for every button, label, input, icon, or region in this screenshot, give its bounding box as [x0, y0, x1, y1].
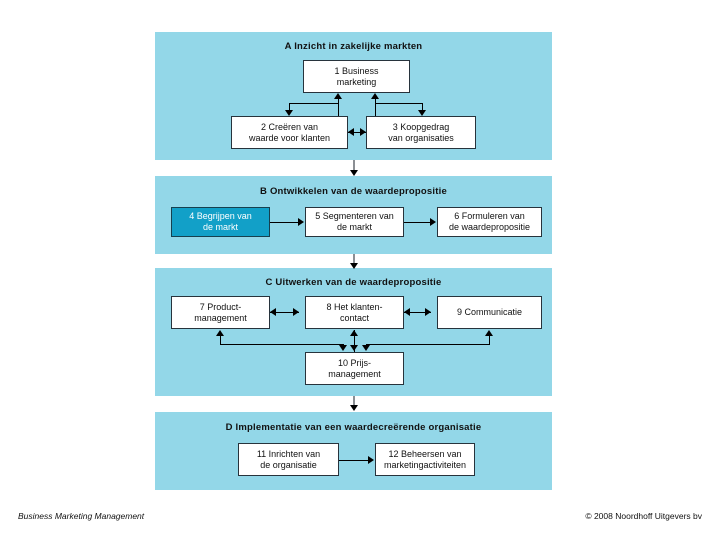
box-6-line1: 6 Formuleren van [454, 211, 525, 221]
box-8-het-klantencontact[interactable]: 8 Het klanten- contact [305, 296, 404, 329]
box-6-formuleren-waardepropositie[interactable]: 6 Formuleren van de waardepropositie [437, 207, 542, 237]
edge-11-to-12-arrowhead [368, 456, 374, 464]
footer-right-copyright: © 2008 Noordhoff Uitgevers bv [585, 511, 702, 521]
edge-8-9-arrow-left [404, 308, 410, 316]
box-5-line1: 5 Segmenteren van [315, 211, 394, 221]
box-3-line2: van organisaties [388, 132, 454, 143]
edge-7-10-arrow-up [216, 330, 224, 336]
edge-4-to-5-line [270, 222, 299, 223]
box-3-line1: 3 Koopgedrag [392, 121, 450, 132]
box-1-business-marketing[interactable]: 1 Business marketing [303, 60, 410, 93]
box-1-line1: 1 Business [334, 65, 379, 76]
box-11-inrichten-organisatie[interactable]: 11 Inrichten van de organisatie [238, 443, 339, 476]
edge-8-9-arrow-right [425, 308, 431, 316]
box-10-line1: 10 Prijs- [337, 357, 371, 368]
panel-d: D Implementatie van een waardecreërende … [155, 412, 552, 490]
box-5-segmenteren-van-de-markt[interactable]: 5 Segmenteren van de markt [305, 207, 404, 237]
box-11-line1: 11 Inrichten van [256, 448, 321, 459]
edge-8-10-vertical [354, 330, 355, 352]
edge-8-10-arrow-down [350, 345, 358, 351]
box-8-line2: contact [339, 312, 370, 323]
edge-8-9-line [404, 312, 431, 313]
panel-a: A Inzicht in zakelijke markten [155, 32, 552, 160]
edge-5-to-6-arrowhead [430, 218, 436, 226]
edge-7-10-vertical-left [220, 336, 221, 345]
box-11-line2: de organisatie [260, 459, 317, 470]
edge-3-to-1-arrowhead [371, 93, 379, 99]
box-2-line1: 2 Creëren van [260, 121, 319, 132]
edge-1-to-2-vertical [289, 103, 290, 112]
edge-9-10-arrow-down [362, 345, 370, 351]
box-5-line2: de markt [336, 222, 372, 232]
edge-1-to-2-arrowhead [285, 110, 293, 116]
connector-c-to-d-arrowhead [350, 405, 358, 411]
panel-b-title: B Ontwikkelen van de waardepropositie [260, 186, 447, 197]
connector-c-to-d [353, 396, 355, 408]
panel-a-title: A Inzicht in zakelijke markten [284, 41, 423, 52]
edge-9-10-horizontal [366, 344, 489, 345]
box-12-line1: 12 Beheersen van [388, 448, 462, 459]
edge-2-to-1-vertical [338, 99, 339, 116]
edge-8-10-arrow-up [350, 330, 358, 336]
edge-2-3-arrow-right [360, 128, 366, 136]
connector-a-to-b [353, 160, 355, 172]
box-7-line2: management [194, 312, 247, 323]
connector-a-to-b-arrowhead [350, 170, 358, 176]
edge-1-to-2-horizontal [289, 103, 338, 104]
panel-d-title: D Implementatie van een waardecreërende … [225, 422, 482, 433]
box-10-prijsmanagement[interactable]: 10 Prijs- management [305, 352, 404, 385]
edge-4-to-5-arrowhead [298, 218, 304, 226]
edge-2-to-1-arrowhead [334, 93, 342, 99]
edge-7-10-horizontal [220, 344, 343, 345]
box-3-koopgedrag-organisaties[interactable]: 3 Koopgedrag van organisaties [366, 116, 476, 149]
panel-c-title: C Uitwerken van de waardepropositie [265, 277, 442, 288]
box-4-line2: de markt [202, 222, 238, 232]
box-8-line1: 8 Het klanten- [326, 301, 383, 312]
box-4-line1: 4 Begrijpen van [189, 211, 252, 221]
edge-1-to-3-arrowhead [418, 110, 426, 116]
edge-3-to-1-vertical [375, 99, 376, 116]
edge-11-to-12-line [339, 460, 369, 461]
edge-2-3-horizontal [348, 132, 366, 133]
box-2-creeren-van-waarde[interactable]: 2 Creëren van waarde voor klanten [231, 116, 348, 149]
box-6-line2: de waardepropositie [448, 222, 531, 232]
edge-7-10-arrow-down [339, 345, 347, 351]
box-2-line2: waarde voor klanten [248, 132, 331, 143]
edge-9-10-vertical-right [489, 336, 490, 345]
edge-9-10-arrow-up [485, 330, 493, 336]
footer-left-text: Business Marketing Management [18, 511, 145, 521]
box-9-communicatie[interactable]: 9 Communicatie [437, 296, 542, 329]
edge-7-8-arrow-left [270, 308, 276, 316]
edge-5-to-6-line [404, 222, 431, 223]
box-7-line1: 7 Product- [199, 301, 242, 312]
connector-b-to-c [353, 254, 355, 266]
edge-7-8-arrow-right [293, 308, 299, 316]
box-1-line2: marketing [336, 76, 377, 87]
edge-1-to-3-horizontal [375, 103, 423, 104]
box-12-beheersen-marketingactiviteiten[interactable]: 12 Beheersen van marketingactiviteiten [375, 443, 475, 476]
box-9-line1: 9 Communicatie [456, 307, 523, 317]
edge-1-to-3-vertical [422, 103, 423, 112]
box-12-line2: marketingactiviteiten [383, 459, 467, 470]
box-4-begrijpen-van-de-markt[interactable]: 4 Begrijpen van de markt [171, 207, 270, 237]
edge-2-3-arrow-left [348, 128, 354, 136]
box-7-productmanagement[interactable]: 7 Product- management [171, 296, 270, 329]
edge-7-8-line [270, 312, 299, 313]
box-10-line2: management [328, 368, 381, 379]
connector-b-to-c-arrowhead [350, 263, 358, 269]
